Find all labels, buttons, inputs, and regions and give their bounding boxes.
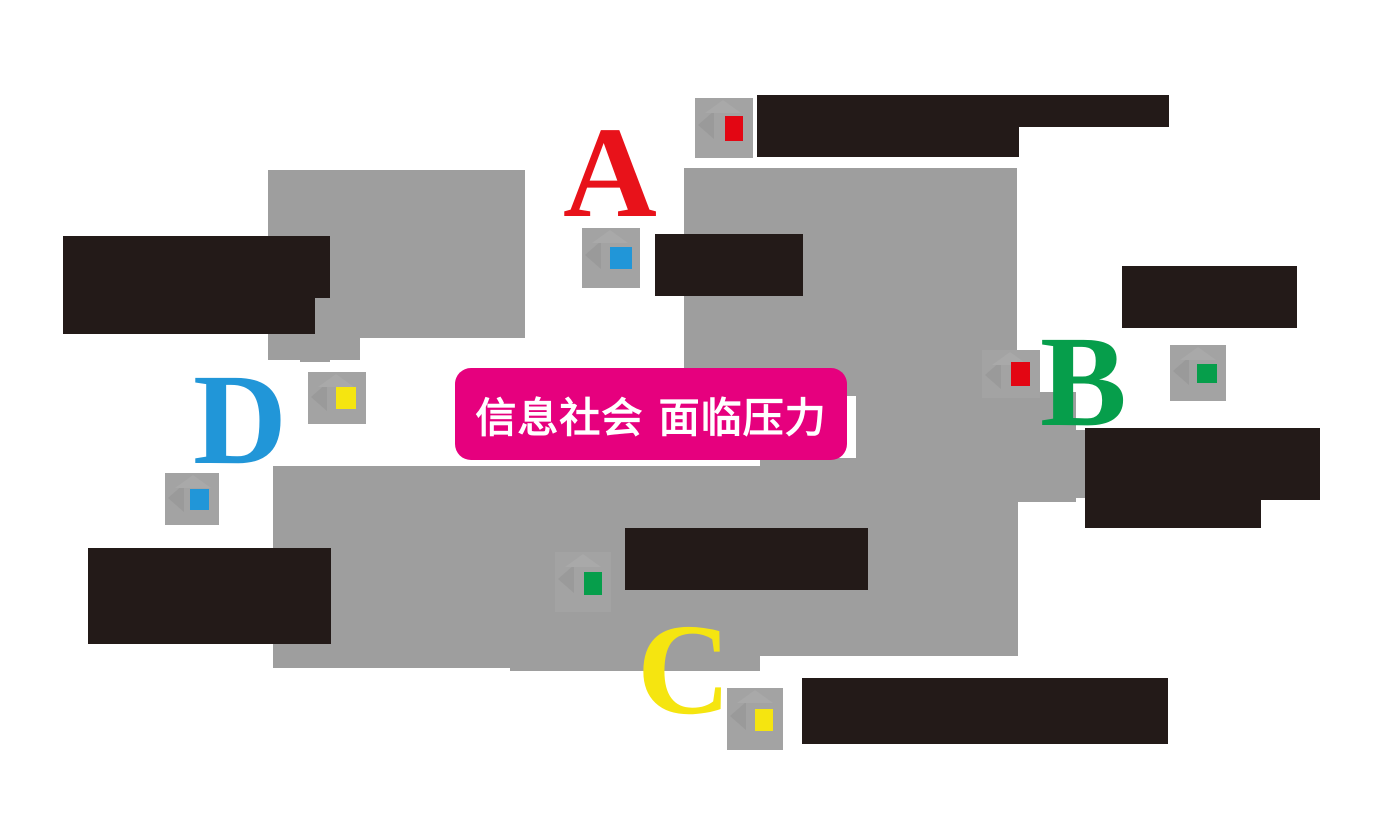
redacted-bar-top-right-primary	[757, 95, 1019, 157]
triangle-top-icon	[174, 475, 211, 489]
marker-letter-a[interactable]: A	[563, 101, 657, 245]
color-chip-green	[1196, 364, 1218, 384]
icon-chip-red-mid[interactable]	[982, 350, 1040, 398]
redacted-bar-right-mid-tail	[1085, 494, 1261, 528]
color-chip-red	[725, 116, 743, 142]
icon-chip-blue-lower[interactable]	[165, 473, 219, 525]
redacted-bar-center-upper	[655, 234, 803, 296]
redacted-bar-bottom-center	[625, 528, 868, 590]
triangle-top-icon	[1180, 347, 1217, 361]
color-chip-blue	[189, 488, 210, 511]
triangle-left-icon	[168, 484, 185, 513]
color-chip-yellow	[335, 386, 356, 410]
center-label-pill[interactable]: 信息社会 面临压力	[455, 368, 847, 460]
triangle-left-icon	[698, 111, 715, 140]
redacted-bar-bottom-left	[88, 548, 331, 644]
marker-letter-c[interactable]: C	[637, 598, 731, 742]
redacted-bar-top-right-secondary	[1017, 95, 1169, 127]
triangle-left-icon	[985, 360, 1002, 389]
color-chip-yellow	[755, 709, 773, 732]
redacted-bar-left-upper-tail	[262, 236, 330, 298]
redacted-bar-bottom-right	[802, 678, 1168, 744]
gray-shape-bottom-stub	[510, 640, 616, 668]
triangle-top-icon	[565, 554, 602, 568]
icon-chip-red-top[interactable]	[695, 98, 753, 158]
triangle-left-icon	[1173, 357, 1190, 386]
triangle-top-icon	[737, 690, 774, 704]
triangle-top-icon	[318, 374, 355, 388]
icon-chip-blue-upper[interactable]	[582, 228, 640, 288]
icon-chip-green-right[interactable]	[1170, 345, 1226, 401]
gray-shape-top-left-tail	[300, 330, 330, 362]
triangle-left-icon	[311, 383, 328, 412]
color-chip-red	[1011, 362, 1030, 387]
gray-shape-lower-right-notch	[1016, 430, 1090, 498]
center-label-text: 信息社会 面临压力	[475, 394, 827, 442]
marker-letter-d[interactable]: D	[193, 348, 287, 492]
redacted-bar-right-upper	[1122, 266, 1297, 328]
marker-letter-b[interactable]: B	[1040, 310, 1127, 454]
redacted-bar-right-mid	[1085, 428, 1320, 500]
icon-chip-yellow-bottom[interactable]	[727, 688, 783, 750]
triangle-top-icon	[592, 230, 629, 244]
triangle-left-icon	[558, 565, 575, 594]
color-chip-blue	[609, 246, 632, 270]
icon-chip-yellow-left[interactable]	[308, 372, 366, 424]
icon-chip-green-bottom[interactable]	[555, 552, 611, 612]
triangle-top-icon	[705, 100, 742, 114]
triangle-top-icon	[992, 351, 1029, 365]
triangle-left-icon	[585, 241, 602, 270]
color-chip-green	[584, 572, 603, 596]
triangle-left-icon	[730, 701, 747, 730]
